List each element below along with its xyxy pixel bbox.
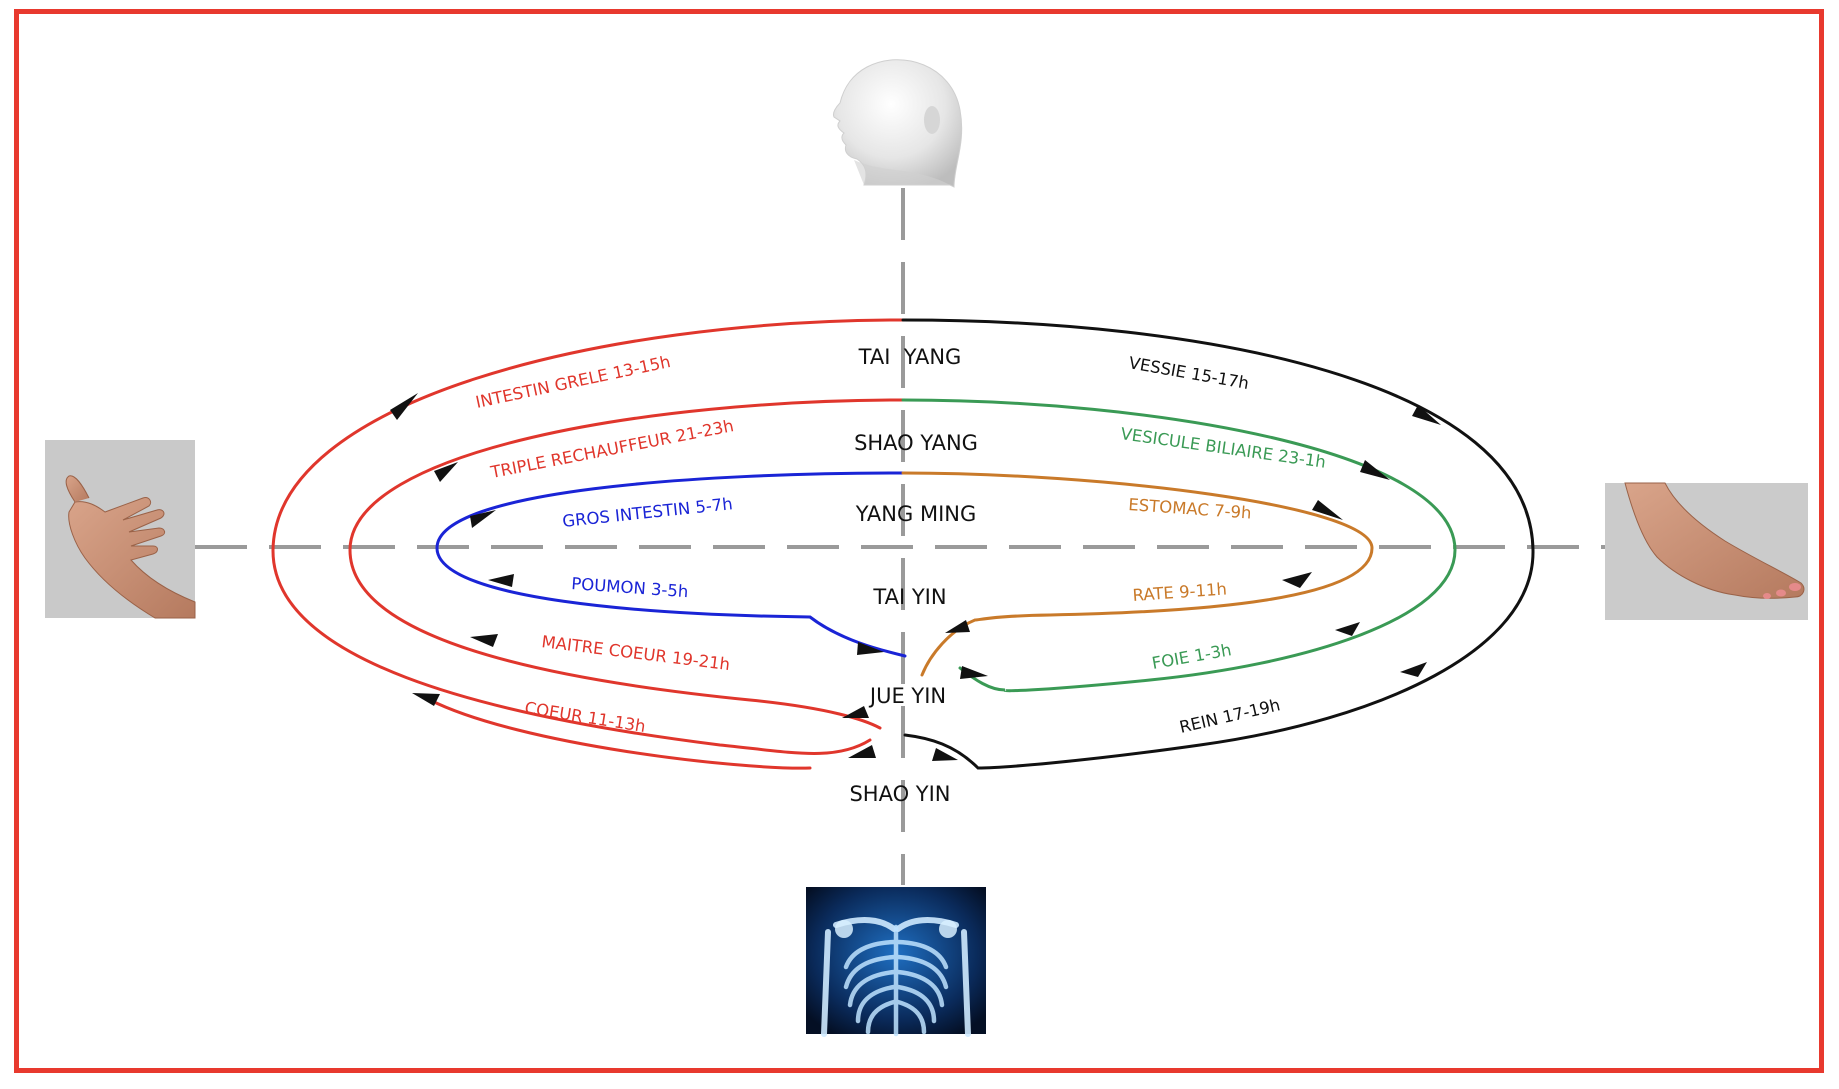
path-triple-rechauffeur <box>348 398 905 730</box>
path-vessie <box>901 318 1535 770</box>
path-intestin-grele <box>271 318 905 755</box>
level-labels: TAI YANG SHAO YANG YANG MING TAI YIN JUE… <box>849 345 977 806</box>
arrow-foie <box>1335 622 1360 636</box>
arrow-poumon <box>488 574 514 587</box>
arrow-maitre-coeur <box>470 634 498 647</box>
label-triple-rechauffeur: TRIPLE RECHAUFFEUR 21-23h <box>488 416 735 482</box>
hand-icon <box>45 440 196 619</box>
arrow-shao-yin-red <box>848 745 876 758</box>
arrow-coeur <box>412 693 440 706</box>
label-gros-intestin: GROS INTESTIN 5-7h <box>561 494 733 531</box>
label-vesicule-biliaire: VESICULE BILIAIRE 23-1h <box>1119 424 1327 472</box>
label-coeur: COEUR 11-13h <box>523 698 647 736</box>
arrow-triple-rechauffeur <box>434 462 458 482</box>
level-shao-yin: SHAO YIN <box>849 782 950 806</box>
arrow-intestin-grele <box>390 393 418 420</box>
path-coeur <box>428 698 812 770</box>
arrow-rate <box>1282 572 1312 588</box>
axes <box>195 188 1605 885</box>
level-shao-yang: SHAO YANG <box>854 431 978 455</box>
label-rate: RATE 9-11h <box>1132 579 1228 605</box>
label-poumon: POUMON 3-5h <box>571 574 689 601</box>
chest-xray-icon <box>806 887 986 1037</box>
label-rein: REIN 17-19h <box>1178 695 1282 737</box>
arrow-rein <box>1400 662 1427 677</box>
arrow-jue-yin-green <box>960 666 988 679</box>
path-estomac <box>901 471 1374 677</box>
label-intestin-grele: INTESTIN GRELE 13-15h <box>474 352 672 412</box>
meridian-paths <box>271 318 1535 770</box>
label-maitre-coeur: MAITRE COEUR 19-21h <box>541 632 732 674</box>
foot-icon <box>1605 482 1808 620</box>
path-gros-intestin <box>435 471 907 658</box>
level-tai-yin: TAI YIN <box>872 585 946 609</box>
level-jue-yin: JUE YIN <box>868 684 946 708</box>
arrow-vessie <box>1412 405 1441 425</box>
arrow-gros-intestin <box>470 510 496 528</box>
flow-arrows <box>390 393 1441 761</box>
head-icon <box>833 59 963 188</box>
arrow-jue-yin-blue <box>857 642 884 655</box>
diagram-frame <box>14 9 1824 1073</box>
arrow-shao-yin-black <box>932 748 958 761</box>
arrow-jue-yin-orange <box>945 620 970 633</box>
label-vessie: VESSIE 15-17h <box>1127 353 1250 393</box>
level-yang-ming: YANG MING <box>855 502 977 526</box>
level-tai-yang: TAI YANG <box>858 345 962 369</box>
arrow-estomac <box>1312 500 1343 520</box>
arrow-jue-yin-red <box>842 706 869 718</box>
label-foie: FOIE 1-3h <box>1150 640 1232 673</box>
arrow-vesicule-biliaire <box>1360 460 1390 480</box>
